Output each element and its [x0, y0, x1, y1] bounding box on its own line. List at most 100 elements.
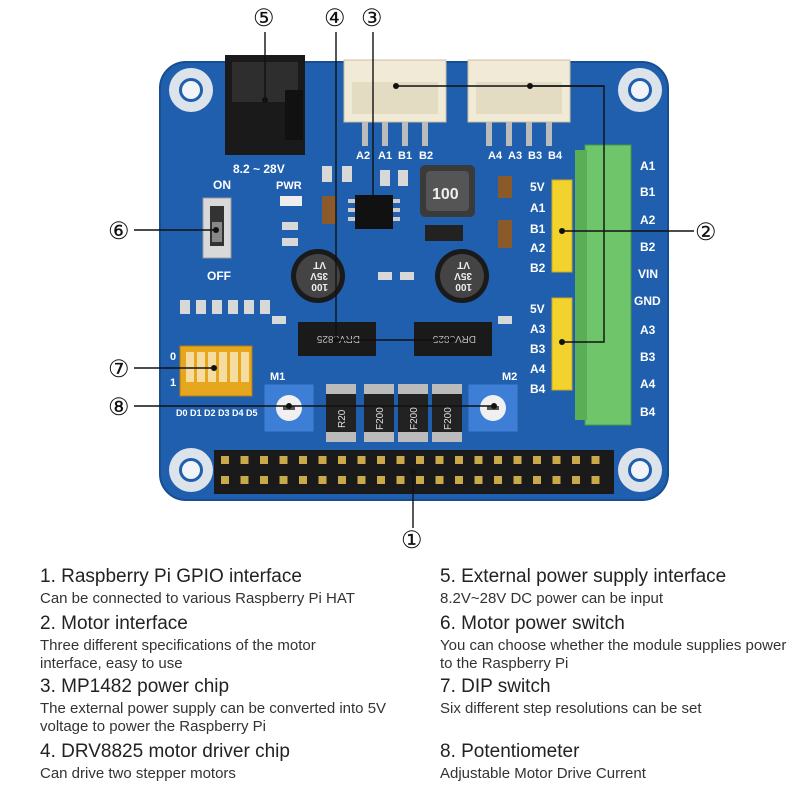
motor-connector-1 — [343, 59, 447, 146]
desc-6-text: You can choose whether the module suppli… — [440, 637, 787, 672]
desc-7: 7. DIP switch Six different step resolut… — [440, 676, 790, 718]
sense-resistor-3 — [398, 384, 428, 442]
gpio-pin — [318, 456, 327, 464]
gpio-pin — [357, 476, 366, 484]
dip-label-d1: D1 — [190, 408, 202, 418]
connector2-pin-a4: A4 — [488, 150, 503, 162]
gpio-pin — [260, 456, 268, 464]
header2-label-a4: A4 — [530, 362, 546, 376]
desc-8-title: 8. Potentiometer — [440, 741, 580, 762]
gpio-pin — [279, 456, 288, 464]
connector1-pin-a2: A2 — [356, 150, 370, 162]
desc-5-text: 8.2V~28V DC power can be input — [440, 590, 664, 607]
desc-6-title: 6. Motor power switch — [440, 613, 625, 634]
gpio-pin — [279, 476, 288, 484]
desc-3-text: The external power supply can be convert… — [40, 700, 387, 735]
gpio-pin — [533, 476, 541, 484]
callout-5: ⑤ — [253, 5, 275, 32]
sense-resistor-4 — [432, 384, 462, 442]
desc-7-title: 7. DIP switch — [440, 676, 551, 697]
smd-components — [180, 166, 512, 324]
gpio-pin — [513, 456, 522, 464]
gpio-pin — [221, 456, 229, 464]
gpio-pin — [396, 476, 405, 484]
connector2-pin-b3: B3 — [528, 150, 542, 162]
terminal-label-vin: VIN — [638, 267, 658, 281]
dip-label-d2: D2 — [204, 408, 216, 418]
diode — [425, 225, 463, 241]
connector1-pin-b1: B1 — [398, 150, 412, 162]
dip-label-d3: D3 — [218, 408, 230, 418]
desc-4-title: 4. DRV8825 motor driver chip — [40, 741, 290, 762]
connector1-pin-b2: B2 — [419, 150, 433, 162]
connector2-pin-b4: B4 — [548, 150, 563, 162]
gpio-pin — [533, 456, 541, 464]
callout-7: ⑦ — [108, 356, 130, 383]
motor-connector-2 — [467, 59, 571, 146]
dip-label-d4: D4 — [232, 408, 244, 418]
terminal-label-b2: B2 — [640, 240, 656, 254]
dip-switch — [179, 345, 253, 397]
dip-one-label: 1 — [170, 377, 176, 389]
header1-label-b1: B1 — [530, 222, 546, 236]
terminal-label-a4: A4 — [640, 377, 656, 391]
desc-2-text: Three different specifications of the mo… — [40, 637, 316, 672]
inductor-label: 100 — [432, 186, 459, 203]
terminal-label-a2: A2 — [640, 213, 656, 227]
resistor-label-2: F200 — [375, 407, 386, 430]
callout-8: ⑧ — [108, 394, 130, 421]
header1-label-5v: 5V — [530, 180, 545, 194]
gpio-pin — [494, 476, 502, 484]
header2-label-a3: A3 — [530, 322, 546, 336]
gpio-pin — [299, 456, 307, 464]
mounting-holes — [169, 68, 662, 492]
terminal-label-b1: B1 — [640, 185, 656, 199]
gpio-pin — [299, 476, 307, 484]
gpio-pin — [455, 456, 463, 464]
gpio-pin — [494, 456, 502, 464]
yellow-header-1 — [551, 179, 573, 273]
capacitor-2-label: 10035VVT — [454, 259, 472, 292]
desc-3-title: 3. MP1482 power chip — [40, 676, 230, 697]
gpio-pin — [572, 476, 580, 484]
terminal-label-b3: B3 — [640, 350, 656, 364]
screw-terminal-block — [575, 144, 632, 426]
callout-dots — [211, 83, 565, 475]
gpio-pin — [357, 456, 366, 464]
gpio-pin — [318, 476, 327, 484]
m2-label: M2 — [502, 371, 517, 383]
gpio-pin — [572, 456, 580, 464]
callout-4: ④ — [324, 5, 346, 32]
dip-label-d0: D0 — [176, 408, 188, 418]
capacitor-2 — [435, 249, 489, 303]
desc-1-title: 1. Raspberry Pi GPIO interface — [40, 566, 302, 587]
hat-board-diagram: 8.2 ~ 28V A2 A1 B1 B2 A4 A3 B3 B4 ON OFF… — [108, 5, 717, 554]
terminal-label-gnd: GND — [634, 294, 661, 308]
gpio-pin — [474, 476, 483, 484]
desc-2: 2. Motor interface Three different speci… — [40, 613, 360, 673]
m1-label: M1 — [270, 371, 285, 383]
gpio-pin — [435, 456, 444, 464]
pwr-led — [280, 196, 302, 206]
gpio-pin — [513, 476, 522, 484]
resistor-label-4: F200 — [443, 407, 454, 430]
resistor-label-3: F200 — [409, 407, 420, 430]
capacitor-1 — [291, 249, 345, 303]
gpio-pin — [474, 456, 483, 464]
gpio-pin — [240, 476, 249, 484]
sense-resistor-1 — [326, 384, 356, 442]
callout-3: ③ — [361, 5, 383, 32]
gpio-pin — [416, 456, 424, 464]
callout-lines — [134, 32, 694, 528]
desc-1-text: Can be connected to various Raspberry Pi… — [40, 590, 355, 607]
switch-on-label: ON — [213, 178, 231, 192]
switch-off-label: OFF — [207, 269, 231, 283]
terminal-label-b4: B4 — [640, 405, 656, 419]
inductor — [420, 165, 475, 217]
desc-3: 3. MP1482 power chip The external power … — [40, 676, 400, 736]
dip-label-d5: D5 — [246, 408, 258, 418]
pwr-label: PWR — [276, 180, 302, 192]
desc-5-title: 5. External power supply interface — [440, 566, 727, 587]
desc-5: 5. External power supply interface 8.2V~… — [440, 566, 790, 608]
connector2-pin-a3: A3 — [508, 150, 522, 162]
